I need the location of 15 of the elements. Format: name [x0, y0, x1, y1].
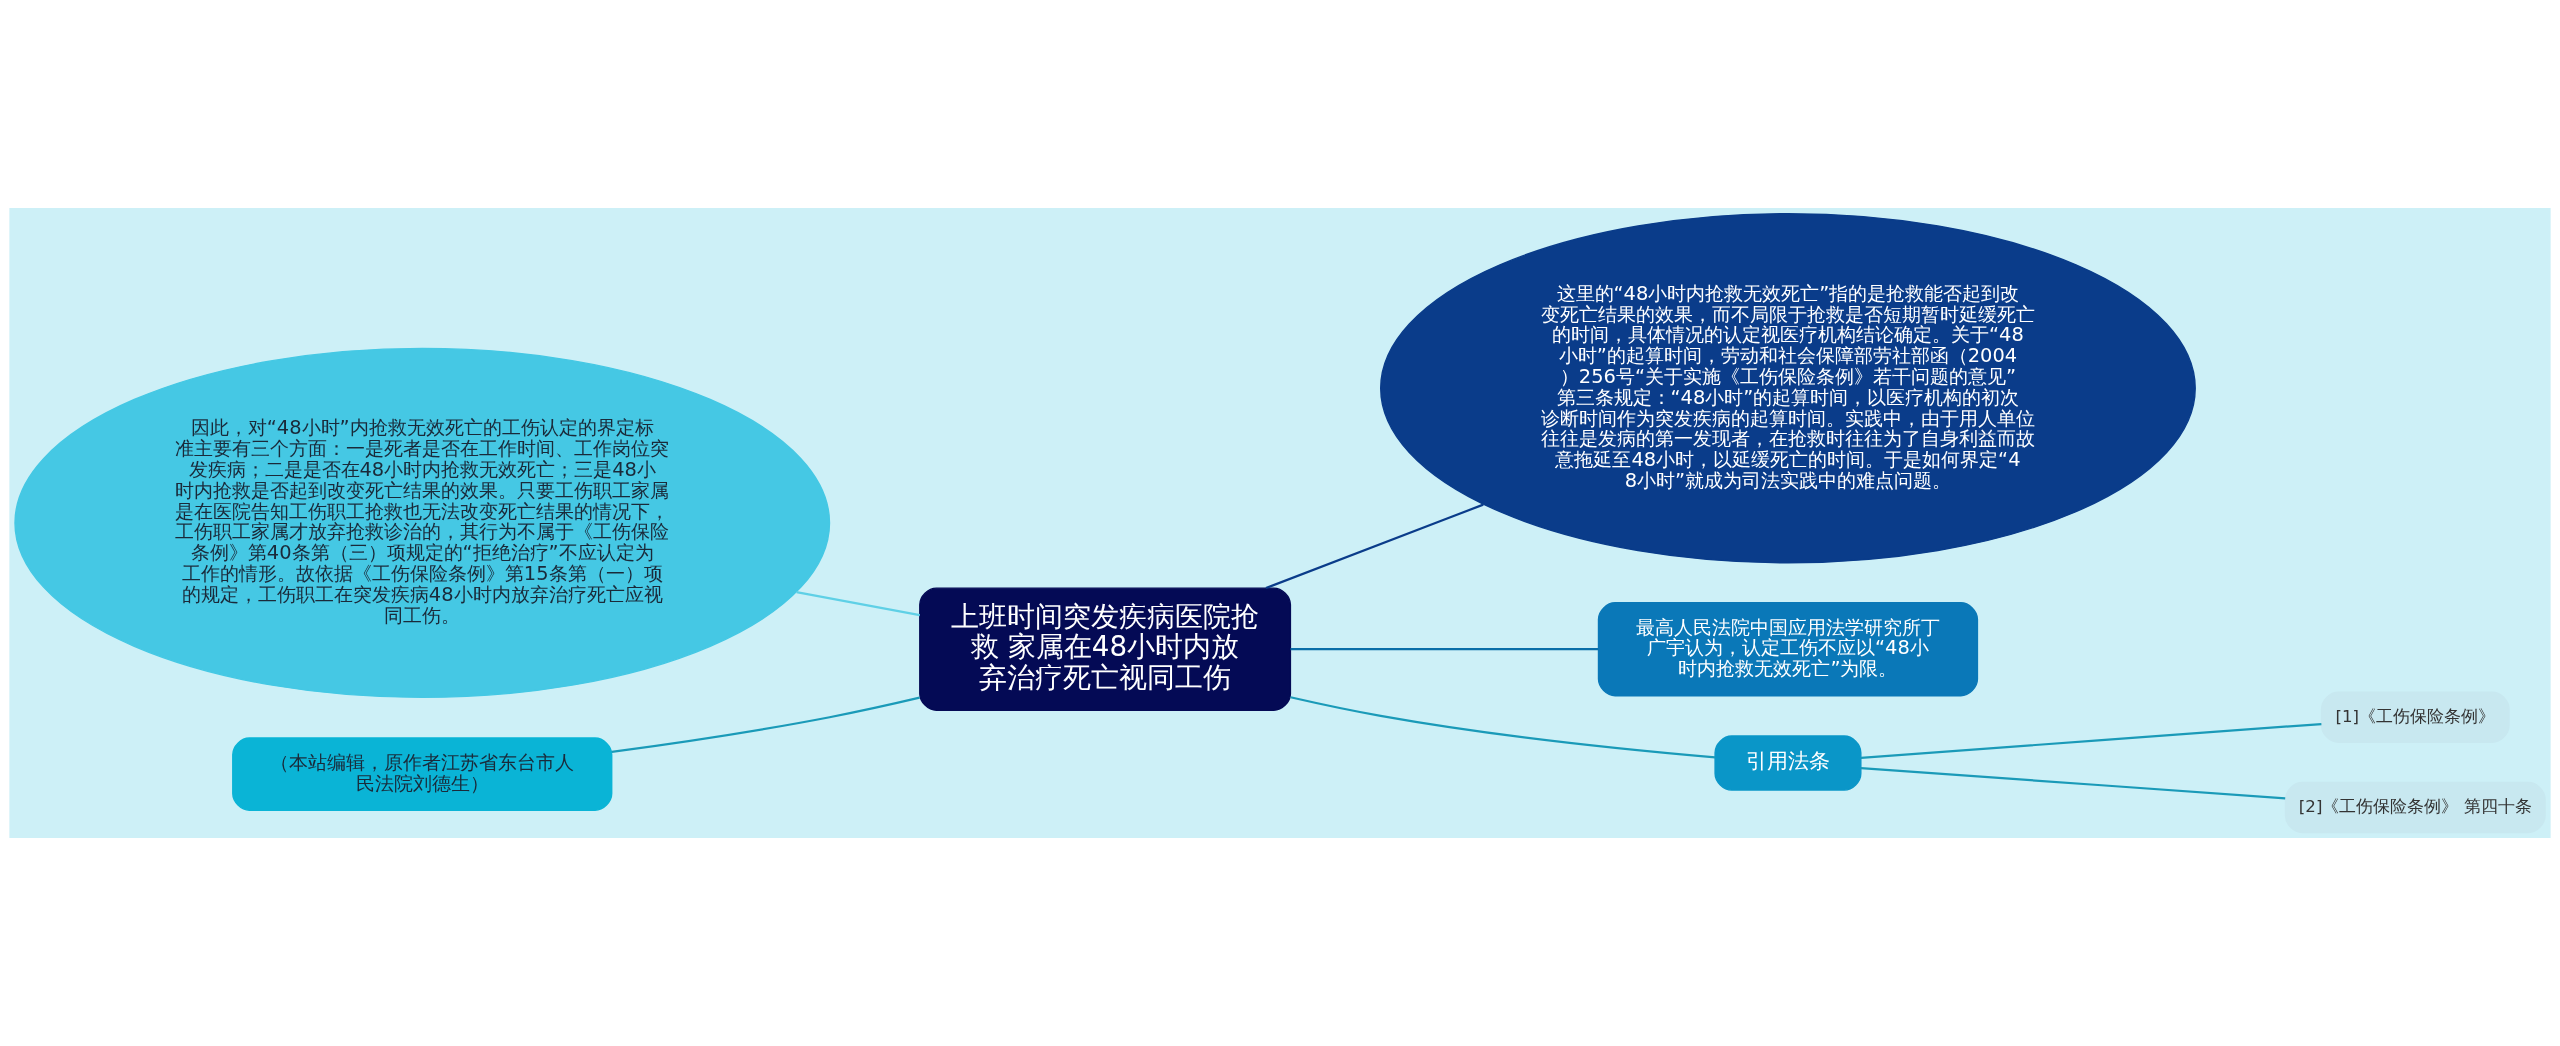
connector — [611, 696, 920, 753]
connector — [1860, 722, 2322, 759]
connector — [1860, 767, 2286, 800]
node-ellipse: 因此，对“48小时”内抢救无效死亡的工伤认定的界定标准主要有三个方面：一是死者是否在工作时间、工作岗位突发疾病；二是是否在48小时内抢救无效死亡；三是48小时内抢救是否起到改变死亡结果的效果。只要工伤职工家属是在医院告知工伤职工抢救也无法改变死亡结果的情况下，工伤职工家属才放弃抢救诊治的，其行为不属于《工伤保险条例》第40条第（三）项规定的“拒绝治疗”不应认定为工作的情形。故依据《工伤保险条例》第15条第（一）项的规定，工伤职工在突发疾病48小时内放弃治疗死亡应视同工伤。 — [14, 347, 831, 699]
node-box: 上班时间突发疾病医院抢救 家属在48小时内放弃治疗死亡视同工伤 — [919, 587, 1292, 711]
node-box: （本站编辑，原作者江苏省东台市人民法院刘德生） — [232, 737, 613, 811]
connector — [1265, 503, 1484, 590]
node-ellipse: 这里的“48小时内抢救无效死亡”指的是抢救能否起到改变死亡结果的效果，而不局限于抢救是否短期暂时延缓死亡的时间，具体情况的认定视医疗机构结论确定。关于“48小时”的起算时间，劳动和社会保障部劳社部函（2004）256号“关于实施《工伤保险条例》若干问题的意见”第三条规定：“48小时”的起算时间，以医疗机构的初次诊断时间作为突发疾病的起算时间。实践中，由于用人单位往往是发病的第一发现者，在抢救时往往为了自身利益而故意拖延至48小时，以延缓死亡的时间。于是如何界定“48小时”就成为司法实践中的难点问题。 — [1380, 213, 2196, 564]
node-box: 最高人民法院中国应用法学研究所丁广宇认为，认定工伤不应以“48小时内抢救无效死亡”为限。 — [1597, 602, 1979, 697]
node-box: [2]《工伤保险条例》 第四十条 — [2284, 781, 2546, 834]
node-box: [1]《工伤保险条例》 — [2320, 691, 2510, 743]
connector — [1290, 648, 1599, 651]
connector — [796, 591, 920, 617]
connector — [1290, 696, 1716, 759]
node-box: 引用法条 — [1714, 735, 1862, 791]
